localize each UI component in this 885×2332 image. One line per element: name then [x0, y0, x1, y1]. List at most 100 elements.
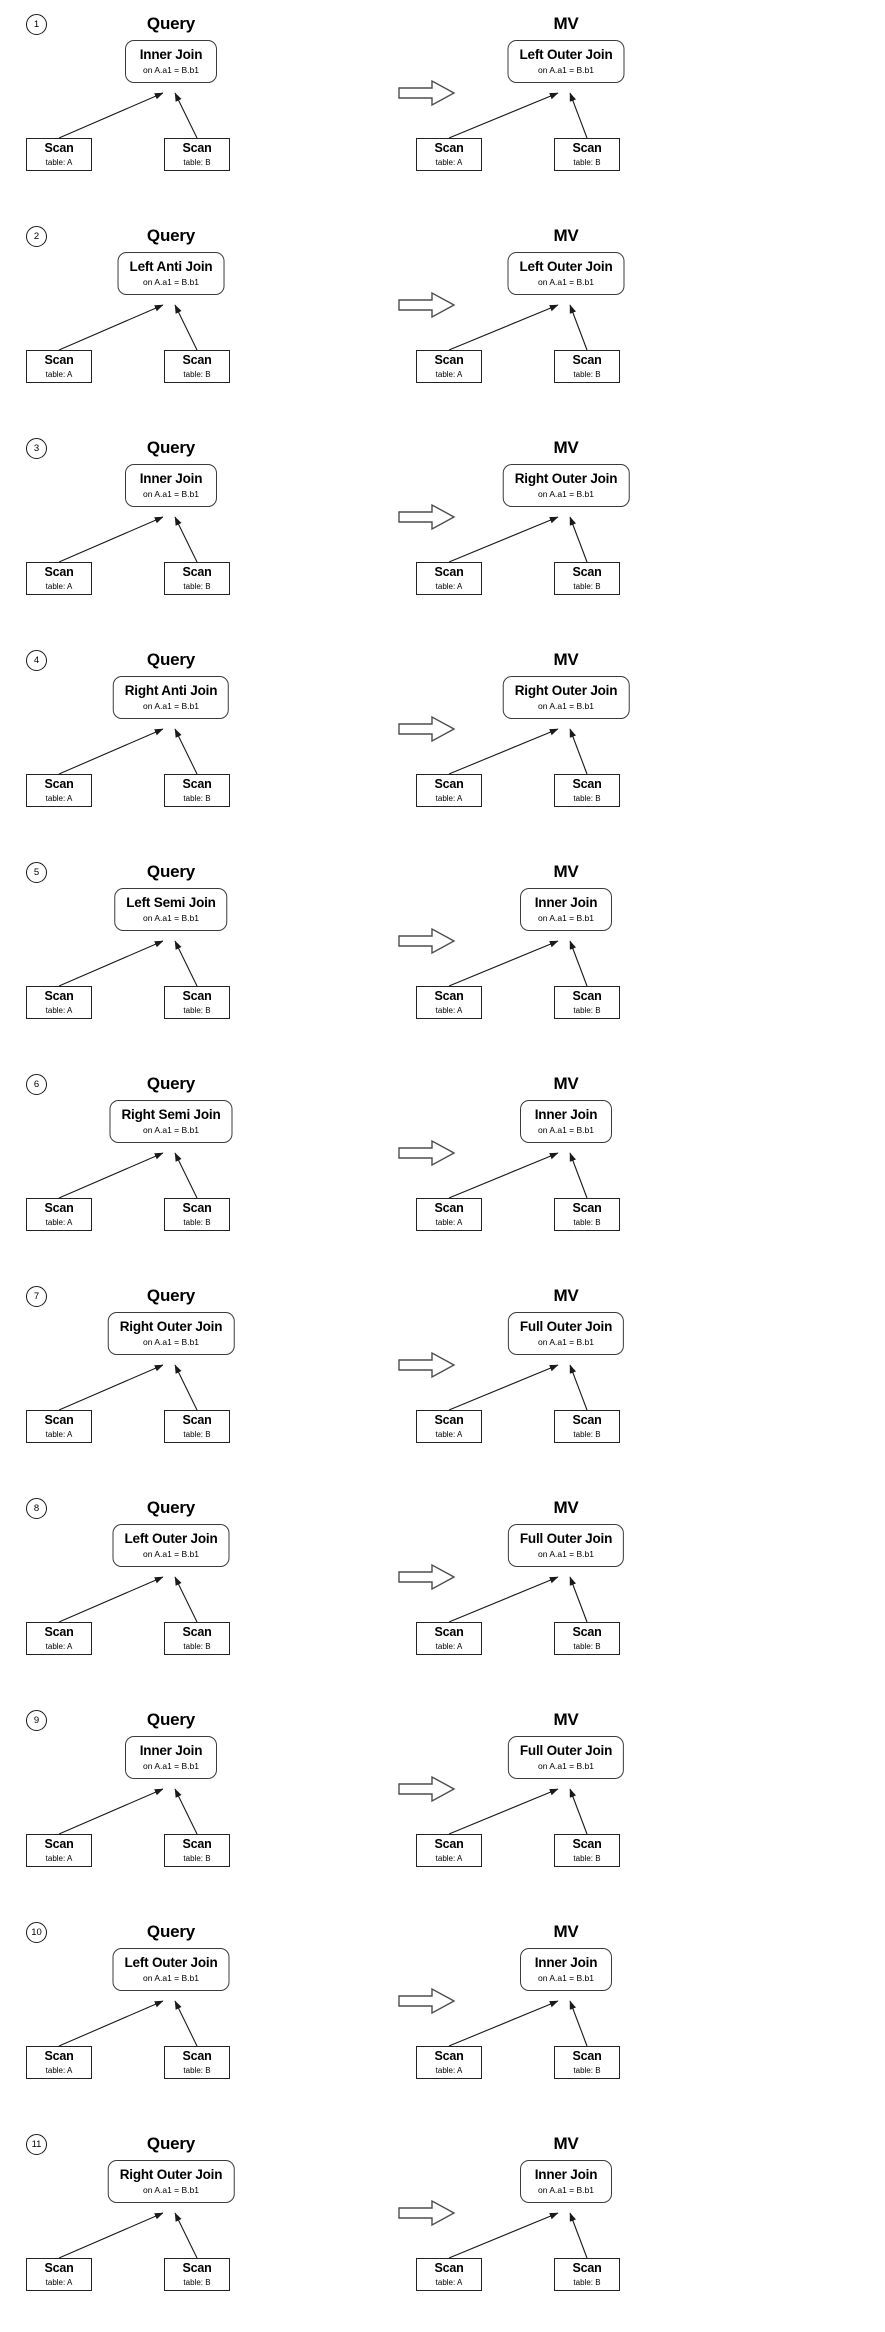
mv-scan-right-table: table: B: [573, 369, 601, 379]
query-plan-edges: [58, 728, 198, 775]
query-join-node: Left Anti Join on A.a1 = B.b1: [117, 252, 225, 295]
rule-index-badge: 8: [26, 1498, 47, 1519]
query-scan-right-table: table: B: [183, 1429, 211, 1439]
mv-scan-left-title: Scan: [434, 141, 464, 155]
query-scan-right-title: Scan: [182, 1625, 212, 1639]
mv-scan-left-table: table: A: [435, 369, 463, 379]
query-panel-title: Query: [146, 438, 196, 457]
mv-join-node: Left Outer Join on A.a1 = B.b1: [507, 252, 625, 295]
query-plan-edges: [58, 516, 198, 563]
mv-join-title: Inner Join: [534, 2167, 598, 2182]
mv-panel-title: MV: [553, 1286, 579, 1305]
query-join-title: Left Outer Join: [124, 1531, 218, 1546]
query-scan-left-title: Scan: [44, 2049, 74, 2063]
mv-scan-node-left: Scan table: A: [416, 1622, 482, 1655]
mv-join-title: Left Outer Join: [519, 259, 613, 274]
mv-panel-title: MV: [553, 1074, 579, 1093]
mv-join-condition: on A.a1 = B.b1: [537, 64, 595, 75]
query-scan-left-title: Scan: [44, 777, 74, 791]
mv-plan-edges: [448, 92, 588, 139]
query-plan-panel: Query Left Outer Join on A.a1 = B.b1 Sca…: [20, 1908, 360, 2120]
rule-index-badge: 4: [26, 650, 47, 671]
mv-scan-right-table: table: B: [573, 581, 601, 591]
mv-join-title: Full Outer Join: [519, 1743, 613, 1758]
mv-panel-title: MV: [553, 14, 579, 33]
query-scan-right-title: Scan: [182, 2049, 212, 2063]
query-join-node: Left Semi Join on A.a1 = B.b1: [114, 888, 228, 931]
mv-scan-left-title: Scan: [434, 777, 464, 791]
rewrite-rule-row: 1 Query Inner Join on A.a1 = B.b1 Scan: [0, 0, 885, 212]
mv-plan-edges: [448, 728, 588, 775]
mv-scan-node-left: Scan table: A: [416, 1410, 482, 1443]
block-arrow-right-icon: [398, 1563, 456, 1591]
rule-index-badge: 10: [26, 1922, 47, 1943]
mv-plan-edges: [448, 1152, 588, 1199]
rule-index-badge: 2: [26, 226, 47, 247]
block-arrow-right-icon: [398, 2199, 456, 2227]
query-scan-right-table: table: B: [183, 581, 211, 591]
query-join-node: Left Outer Join on A.a1 = B.b1: [112, 1948, 230, 1991]
mv-scan-left-title: Scan: [434, 2261, 464, 2275]
mv-plan-panel: MV Full Outer Join on A.a1 = B.b1 Scan t…: [400, 1696, 740, 1908]
query-scan-node-left: Scan table: A: [26, 350, 92, 383]
query-scan-left-title: Scan: [44, 1413, 74, 1427]
mv-scan-node-left: Scan table: A: [416, 562, 482, 595]
query-scan-node-right: Scan table: B: [164, 1622, 230, 1655]
query-scan-node-left: Scan table: A: [26, 2046, 92, 2079]
query-scan-right-title: Scan: [182, 353, 212, 367]
query-scan-right-title: Scan: [182, 777, 212, 791]
query-scan-node-right: Scan table: B: [164, 2046, 230, 2079]
query-plan-panel: Query Inner Join on A.a1 = B.b1 Scan tab…: [20, 424, 360, 636]
mv-join-condition: on A.a1 = B.b1: [537, 1124, 594, 1135]
block-arrow-right-icon: [398, 1987, 456, 2015]
query-panel-title: Query: [146, 650, 196, 669]
mv-scan-left-title: Scan: [434, 353, 464, 367]
mv-join-condition: on A.a1 = B.b1: [537, 1548, 595, 1559]
mv-scan-right-title: Scan: [572, 353, 602, 367]
rule-index-badge: 1: [26, 14, 47, 35]
mv-plan-panel: MV Left Outer Join on A.a1 = B.b1 Scan t…: [400, 0, 740, 212]
mv-join-node: Inner Join on A.a1 = B.b1: [520, 2160, 612, 2203]
query-join-condition: on A.a1 = B.b1: [142, 1124, 200, 1135]
query-scan-node-right: Scan table: B: [164, 138, 230, 171]
mv-panel-title: MV: [553, 1498, 579, 1517]
mv-scan-node-right: Scan table: B: [554, 1622, 620, 1655]
mv-panel-title: MV: [553, 2134, 579, 2153]
mv-scan-node-right: Scan table: B: [554, 562, 620, 595]
query-scan-left-table: table: A: [45, 1429, 73, 1439]
query-scan-right-table: table: B: [183, 2065, 211, 2075]
mv-join-title: Left Outer Join: [519, 47, 613, 62]
query-scan-left-title: Scan: [44, 989, 74, 1003]
query-join-condition: on A.a1 = B.b1: [142, 1760, 199, 1771]
mv-scan-node-left: Scan table: A: [416, 2258, 482, 2291]
query-scan-right-table: table: B: [183, 1853, 211, 1863]
query-scan-left-table: table: A: [45, 157, 73, 167]
query-join-node: Inner Join on A.a1 = B.b1: [125, 1736, 217, 1779]
query-scan-left-table: table: A: [45, 2277, 73, 2287]
mv-plan-panel: MV Full Outer Join on A.a1 = B.b1 Scan t…: [400, 1272, 740, 1484]
mv-join-condition: on A.a1 = B.b1: [537, 2184, 594, 2195]
rule-index-badge: 9: [26, 1710, 47, 1731]
query-plan-edges: [58, 1576, 198, 1623]
mv-scan-node-left: Scan table: A: [416, 1198, 482, 1231]
query-plan-panel: Query Left Semi Join on A.a1 = B.b1 Scan…: [20, 848, 360, 1060]
query-scan-right-table: table: B: [183, 2277, 211, 2287]
block-arrow-right-icon: [398, 291, 456, 319]
mv-scan-node-left: Scan table: A: [416, 138, 482, 171]
mv-scan-right-table: table: B: [573, 157, 601, 167]
mv-panel-title: MV: [553, 226, 579, 245]
query-scan-left-table: table: A: [45, 1217, 73, 1227]
rule-index-label: 10: [31, 1926, 42, 1938]
mv-join-title: Right Outer Join: [514, 471, 618, 486]
query-join-node: Inner Join on A.a1 = B.b1: [125, 464, 217, 507]
mv-join-title: Full Outer Join: [519, 1319, 613, 1334]
query-join-title: Left Anti Join: [129, 259, 213, 274]
query-panel-title: Query: [146, 862, 196, 881]
rule-index-label: 5: [33, 866, 40, 878]
rewrite-rule-row: 2 Query Left Anti Join on A.a1 = B.b1 Sc…: [0, 212, 885, 424]
mv-scan-node-right: Scan table: B: [554, 1198, 620, 1231]
query-join-condition: on A.a1 = B.b1: [142, 2184, 200, 2195]
mv-join-title: Right Outer Join: [514, 683, 618, 698]
query-scan-right-table: table: B: [183, 1641, 211, 1651]
